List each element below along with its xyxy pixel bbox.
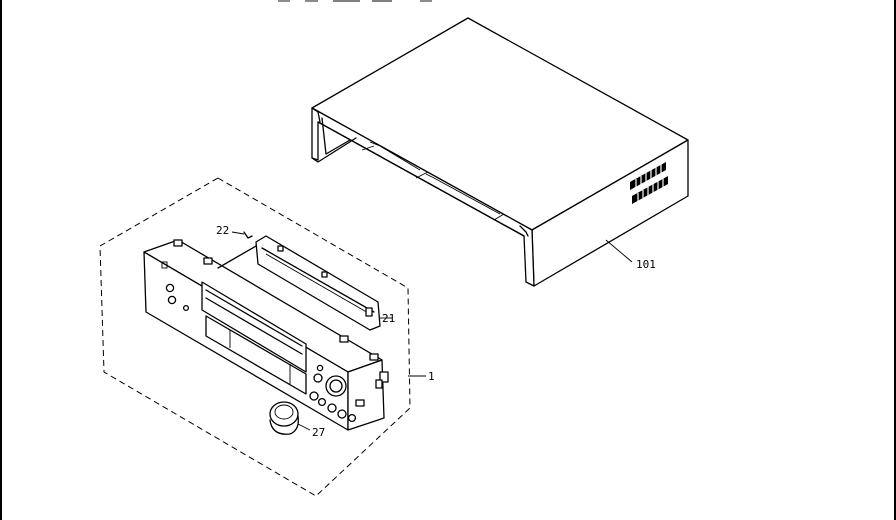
front-panel <box>143 239 426 431</box>
cabinet-cover <box>311 17 689 287</box>
label-knob: 27 <box>312 426 325 439</box>
label-cabinet: 101 <box>636 258 656 271</box>
button-left-1 <box>165 283 175 293</box>
button-right-1 <box>313 373 323 383</box>
button-right-3 <box>327 403 337 413</box>
button-right-2 <box>309 391 319 401</box>
button-left-3 <box>182 304 190 312</box>
screw <box>231 231 253 239</box>
knob <box>269 401 311 435</box>
label-front-panel: 1 <box>428 370 435 383</box>
left-border <box>0 0 2 520</box>
vent-slots <box>630 162 668 204</box>
label-bracket: 21 <box>382 312 395 325</box>
button-right-4 <box>337 409 347 419</box>
label-screw: 22 <box>216 224 229 237</box>
right-border <box>894 0 896 520</box>
button-left-2 <box>167 295 177 305</box>
bracket <box>217 235 392 331</box>
